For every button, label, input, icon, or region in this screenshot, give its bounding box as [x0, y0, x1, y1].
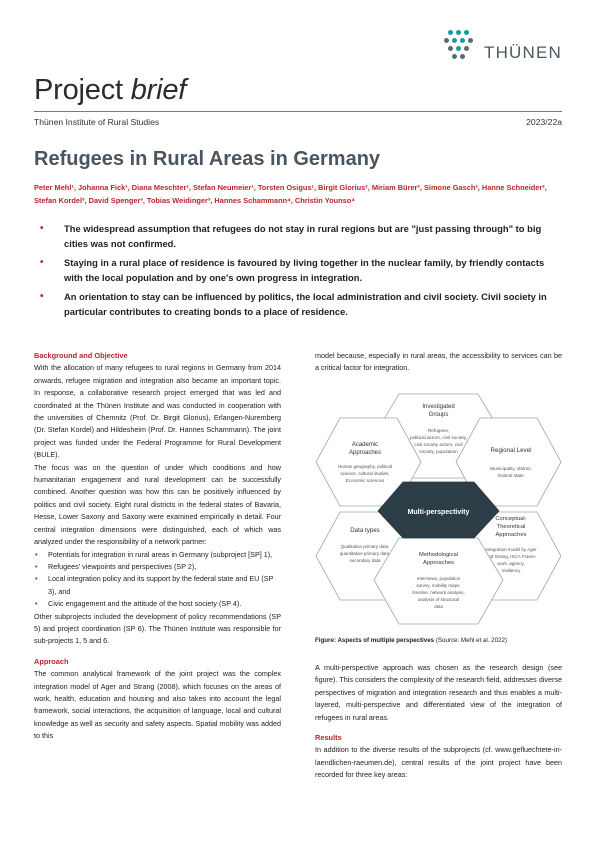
- svg-text:Academic: Academic: [352, 442, 378, 448]
- issue-number: 2023/22a: [526, 117, 562, 127]
- logo-text: THÜNEN: [484, 43, 563, 62]
- thuenen-logo: [440, 24, 565, 66]
- subproject-list: Potentials for integration in rural area…: [34, 549, 281, 611]
- hex-academic-approaches: Academic Approaches Human geography, pol…: [315, 417, 422, 507]
- subproject-item: Refugees' viewpoints and perspectives (S…: [34, 561, 281, 574]
- section-heading-background: Background and Objective: [34, 351, 128, 360]
- svg-text:Methodological: Methodological: [419, 552, 458, 558]
- svg-text:Multi-perspectivity: Multi-perspectivity: [408, 509, 470, 516]
- key-point: Staying in a rural place of residence is…: [38, 256, 558, 285]
- svg-text:federal state: federal state: [498, 473, 524, 478]
- svg-text:Refugees,: Refugees,: [428, 428, 449, 433]
- svg-text:Interviews, population: Interviews, population: [417, 576, 461, 581]
- svg-text:analysis of structural: analysis of structural: [418, 597, 459, 602]
- svg-text:data: data: [434, 604, 443, 609]
- subproject-item: Civic engagement and the attitude of the…: [34, 598, 281, 611]
- svg-text:quantitative primary data,: quantitative primary data,: [340, 551, 391, 556]
- svg-text:timeline, network analysis,: timeline, network analysis,: [412, 590, 465, 595]
- svg-text:political actors, civil societ: political actors, civil society,: [410, 435, 467, 440]
- approach-continued-paragraph: model because, especially in rural areas…: [315, 351, 562, 373]
- key-points-list: The widespread assumption that refugees …: [38, 222, 558, 324]
- svg-text:resiliency: resiliency: [502, 568, 522, 573]
- svg-text:Qualitative primary data,: Qualitative primary data,: [341, 544, 390, 549]
- svg-text:Integration model by Ager: Integration model by Ager: [485, 547, 537, 552]
- svg-text:Municipality, district,: Municipality, district,: [490, 466, 532, 471]
- figure-caption-title: Figure: Aspects of multiple perspectives: [315, 637, 435, 644]
- svg-text:Conceptual-: Conceptual-: [495, 516, 526, 522]
- section-heading-results: Results: [315, 733, 342, 743]
- key-point: An orientation to stay can be influenced…: [38, 290, 558, 319]
- svg-text:society, population: society, population: [419, 449, 458, 454]
- svg-text:civil society actors, civil: civil society actors, civil: [414, 442, 462, 447]
- subproject-item: Potentials for integration in rural area…: [34, 549, 281, 562]
- figure-caption-source: (Source: Mehl et al. 2022): [434, 637, 508, 644]
- brief-title: Project brief: [34, 74, 186, 107]
- background-paragraph-1: With the allocation of many refugees to …: [34, 363, 281, 460]
- background-paragraph-3: Other subprojects included the developme…: [34, 611, 281, 646]
- multi-perspectivity-figure: Investigated Groups Refugees, political …: [315, 393, 562, 625]
- svg-text:secondary data: secondary data: [350, 558, 381, 563]
- results-paragraph: In addition to the diverse results of th…: [315, 745, 562, 780]
- svg-text:work, agency,: work, agency,: [497, 561, 524, 566]
- svg-text:and Strang, ISCA Frame-: and Strang, ISCA Frame-: [486, 554, 537, 559]
- background-paragraph-2: The focus was on the question of under w…: [34, 462, 281, 547]
- svg-text:Approaches: Approaches: [496, 532, 527, 538]
- svg-text:Theoretical: Theoretical: [497, 524, 526, 530]
- right-column-bottom: A multi-perspective approach was chosen …: [315, 662, 562, 782]
- svg-text:Investigated: Investigated: [422, 404, 454, 410]
- section-heading-approach: Approach: [34, 656, 69, 666]
- svg-text:Approaches: Approaches: [423, 560, 454, 566]
- svg-text:survey, mobility maps,: survey, mobility maps,: [416, 583, 460, 588]
- figure-caption: Figure: Aspects of multiple perspectives…: [315, 637, 507, 644]
- left-column: Background and Objective With the alloca…: [34, 350, 281, 743]
- approach-paragraph-1: The common analytical framework of the j…: [34, 669, 281, 741]
- brief-title-plain: Project: [34, 74, 123, 106]
- hex-regional-level: Regional Level Municipality, district, f…: [455, 417, 562, 507]
- brief-title-italic: brief: [130, 74, 187, 106]
- svg-text:Data types: Data types: [350, 527, 380, 534]
- page-title: Refugees in Rural Areas in Germany: [34, 148, 381, 170]
- svg-text:Regional Level: Regional Level: [491, 447, 532, 454]
- subproject-item: Local integration policy and its support…: [34, 573, 281, 598]
- svg-text:Groups: Groups: [429, 412, 449, 418]
- svg-text:Approaches: Approaches: [349, 450, 381, 456]
- author-list: Peter Mehl¹, Johanna Fick¹, Diana Mescht…: [34, 183, 547, 205]
- multi-perspective-paragraph: A multi-perspective approach was chosen …: [315, 663, 562, 722]
- svg-text:Economic sciences: Economic sciences: [346, 478, 385, 483]
- svg-text:Human geography, political: Human geography, political: [338, 464, 392, 469]
- hex-center-multi-perspectivity: Multi-perspectivity: [377, 481, 500, 539]
- key-point: The widespread assumption that refugees …: [38, 222, 558, 251]
- right-column-top: model because, especially in rural areas…: [315, 350, 562, 375]
- svg-text:science, cultural studies,: science, cultural studies,: [340, 471, 389, 476]
- hex-methodological: Methodological Approaches Interviews, po…: [373, 537, 504, 625]
- header-rule: [34, 111, 562, 112]
- institute-name: Thünen Institute of Rural Studies: [34, 117, 160, 127]
